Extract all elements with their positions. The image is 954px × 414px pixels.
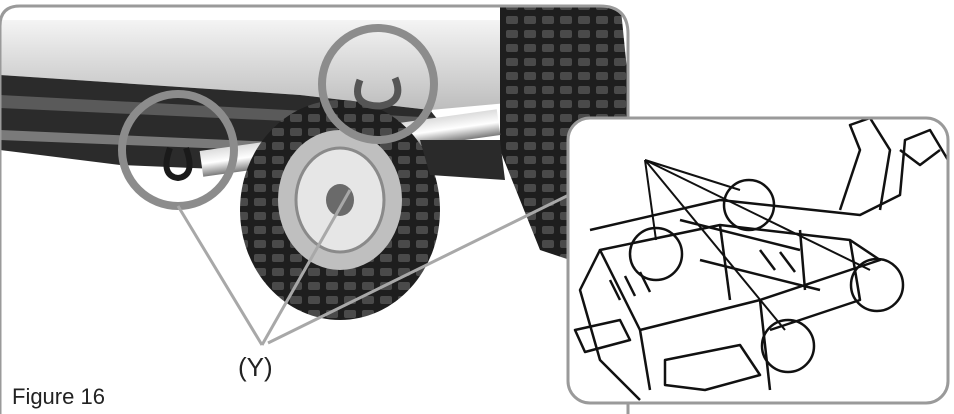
inset-frame-border: [566, 116, 950, 405]
figure-caption: Figure 16: [12, 384, 105, 409]
photo-frame-border: [0, 4, 630, 414]
highlight-circle-right: [318, 24, 438, 144]
leader-line-right: [260, 189, 352, 346]
underside-photo: [0, 6, 628, 320]
callout-label: (Y): [238, 352, 273, 382]
frame-line-drawing: [568, 118, 948, 403]
leader-line-left: [176, 205, 264, 346]
